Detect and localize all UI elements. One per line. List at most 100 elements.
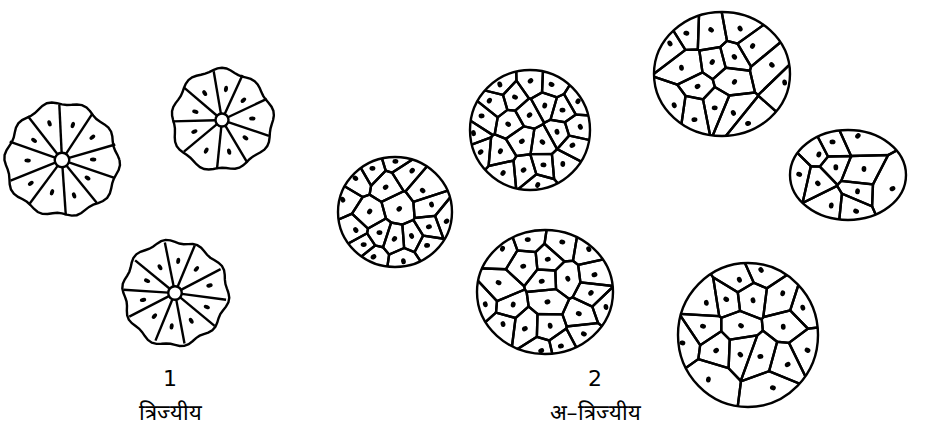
cell-nucleus bbox=[425, 224, 432, 230]
cell-nucleus bbox=[534, 181, 541, 188]
cluster-outline bbox=[477, 230, 613, 354]
non-radial-cluster bbox=[788, 128, 908, 222]
cell-wall bbox=[503, 81, 529, 111]
cell-wall bbox=[225, 75, 243, 114]
cell-nucleus bbox=[722, 296, 730, 303]
cell-nucleus bbox=[471, 130, 477, 137]
cell-nucleus bbox=[30, 137, 38, 144]
cell-nucleus bbox=[782, 79, 787, 85]
cell-wall bbox=[562, 297, 598, 326]
cell-nucleus bbox=[538, 278, 545, 284]
cell-nucleus bbox=[554, 128, 560, 135]
cell-nucleus bbox=[89, 134, 97, 141]
cell-nucleus bbox=[707, 26, 715, 33]
figure-caption: त्रिज्यीय bbox=[137, 400, 204, 426]
cell-nucleus bbox=[540, 162, 546, 167]
cell-nucleus bbox=[525, 237, 531, 242]
cluster-outline bbox=[338, 157, 452, 267]
cell-nucleus bbox=[478, 113, 485, 118]
cell-wall bbox=[63, 167, 66, 215]
cell-nucleus bbox=[769, 384, 776, 391]
cell-wall bbox=[495, 110, 524, 139]
cluster-outline bbox=[790, 130, 906, 220]
cell-nucleus bbox=[547, 322, 553, 329]
cell-wall bbox=[872, 144, 908, 222]
cell-nucleus bbox=[736, 276, 743, 283]
figure-number: 1 bbox=[161, 366, 179, 392]
cell-nucleus bbox=[486, 97, 493, 105]
cell-nucleus bbox=[424, 243, 430, 248]
cell-nucleus bbox=[683, 30, 690, 36]
cell-nucleus bbox=[361, 242, 367, 247]
cell-nucleus bbox=[829, 202, 834, 208]
cell-nucleus bbox=[694, 83, 702, 90]
cell-nucleus bbox=[781, 324, 786, 330]
cell-nucleus bbox=[192, 109, 199, 115]
cell-wall bbox=[228, 122, 269, 136]
cell-nucleus bbox=[24, 158, 30, 162]
cell-wall bbox=[173, 120, 216, 121]
cell-nucleus bbox=[691, 117, 697, 122]
cell-wall bbox=[124, 290, 169, 293]
cell-wall bbox=[182, 294, 226, 300]
cell-nucleus bbox=[27, 180, 35, 187]
cluster-fill bbox=[790, 130, 906, 220]
radial-cluster bbox=[4, 102, 120, 215]
cell-nucleus bbox=[504, 120, 512, 128]
cell-nucleus bbox=[700, 323, 707, 329]
cell-wall bbox=[763, 263, 805, 318]
cell-nucleus bbox=[712, 347, 720, 354]
cell-wall bbox=[699, 47, 725, 79]
cell-nucleus bbox=[240, 97, 247, 104]
figure-caption: अ–त्रिज्यीय bbox=[548, 400, 643, 426]
cell-nucleus bbox=[203, 304, 210, 310]
cell-nucleus bbox=[366, 208, 373, 216]
cell-nucleus bbox=[428, 201, 434, 208]
cluster-outline bbox=[470, 70, 590, 190]
cell-nucleus bbox=[757, 266, 765, 274]
cell-wall bbox=[660, 10, 699, 50]
cell-wall bbox=[367, 218, 391, 247]
cell-nucleus bbox=[226, 148, 231, 155]
cell-nucleus bbox=[520, 263, 527, 269]
cell-nucleus bbox=[143, 278, 150, 284]
cell-nucleus bbox=[564, 275, 571, 282]
cell-nucleus bbox=[814, 180, 822, 188]
cell-wall bbox=[214, 71, 221, 113]
cell-nucleus bbox=[731, 78, 738, 86]
cell-nucleus bbox=[477, 148, 485, 156]
cell-nucleus bbox=[816, 151, 822, 158]
cell-nucleus bbox=[527, 77, 535, 85]
cell-wall bbox=[537, 314, 567, 341]
central-cavity bbox=[168, 286, 182, 300]
cell-wall bbox=[352, 195, 386, 229]
cell-nucleus bbox=[482, 301, 488, 308]
cell-nucleus bbox=[500, 321, 506, 328]
cell-nucleus bbox=[497, 147, 504, 154]
cluster-fill bbox=[678, 263, 818, 407]
cell-nucleus bbox=[90, 158, 96, 162]
cell-nucleus bbox=[544, 256, 551, 262]
cell-nucleus bbox=[169, 323, 174, 330]
cell-wall bbox=[66, 114, 92, 154]
cell-wall bbox=[129, 296, 169, 317]
cell-nucleus bbox=[548, 81, 555, 88]
cell-nucleus bbox=[191, 128, 198, 134]
cell-wall bbox=[564, 68, 592, 116]
cell-nucleus bbox=[443, 217, 451, 225]
cell-nucleus bbox=[800, 304, 806, 311]
cell-wall bbox=[788, 186, 842, 222]
central-cavity bbox=[216, 114, 229, 127]
figure-number: 2 bbox=[586, 366, 604, 392]
cell-nucleus bbox=[750, 297, 756, 304]
cell-nucleus bbox=[521, 325, 529, 332]
cell-nucleus bbox=[829, 140, 835, 145]
cell-wall bbox=[516, 68, 543, 99]
cell-nucleus bbox=[577, 123, 584, 131]
cell-wall bbox=[181, 269, 221, 290]
cell-nucleus bbox=[352, 226, 359, 234]
cell-nucleus bbox=[419, 187, 427, 195]
cell-wall bbox=[67, 166, 97, 203]
